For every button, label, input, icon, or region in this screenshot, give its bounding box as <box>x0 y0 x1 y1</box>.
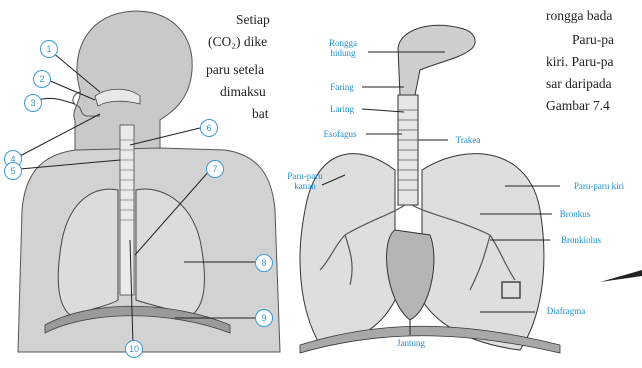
right-text-line-4: sar daripada <box>546 76 612 92</box>
label-jantung: Jantung <box>390 338 432 348</box>
label-bronkus: Bronkus <box>552 209 598 219</box>
right-text-line-2: Paru-pa <box>572 32 614 48</box>
label-esofagus: Esofagus <box>312 129 368 139</box>
label-laring: Laring <box>322 104 362 114</box>
label-paru-kanan: Paru-paru kanan <box>282 171 328 191</box>
right-text-line-5: Gambar 7.4 <box>546 98 610 114</box>
label-bronkiolus: Bronkiolus <box>550 235 612 245</box>
label-rongga-hidung: Rongga hidung <box>320 38 366 58</box>
label-diafragma: Diafragma <box>538 306 594 316</box>
label-paru-kiri: Paru-paru kiri <box>562 181 636 191</box>
label-trakea: Trakea <box>448 135 488 145</box>
right-text-line-1: rongga bada <box>546 8 612 24</box>
label-faring: Faring <box>322 82 362 92</box>
right-text-line-3: kiri. Paru-pa <box>546 54 613 70</box>
